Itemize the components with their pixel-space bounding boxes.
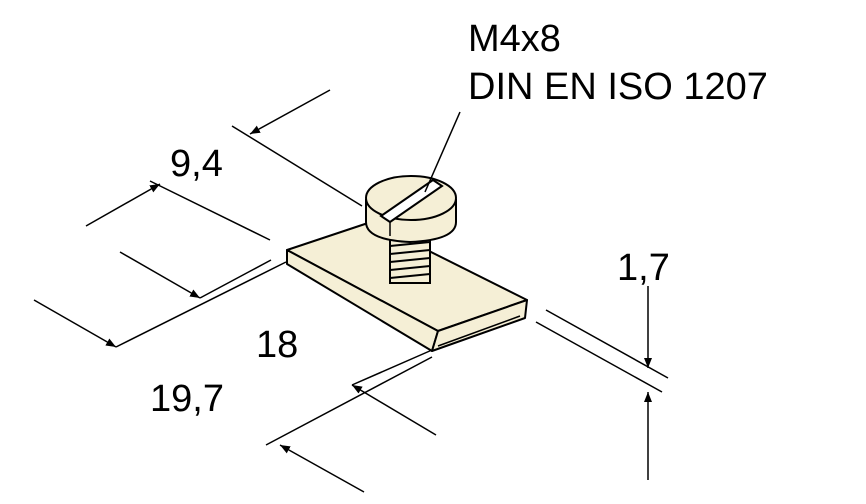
depth-dimension-label: 9,4 (170, 143, 223, 185)
screw-slot (379, 178, 444, 224)
dimension-lines (33, 89, 669, 493)
standard-spec-label: DIN EN ISO 1207 (468, 66, 768, 108)
plate-side-face (431, 299, 528, 352)
thickness-dimension-label: 1,7 (617, 247, 670, 289)
outer-width-dimension-label: 19,7 (150, 378, 224, 420)
thread-spec-label: M4x8 (468, 18, 561, 60)
screw (365, 175, 457, 284)
plate-side-edge (437, 315, 521, 347)
inner-width-dimension-label: 18 (256, 324, 299, 366)
callout-leader (424, 111, 461, 193)
